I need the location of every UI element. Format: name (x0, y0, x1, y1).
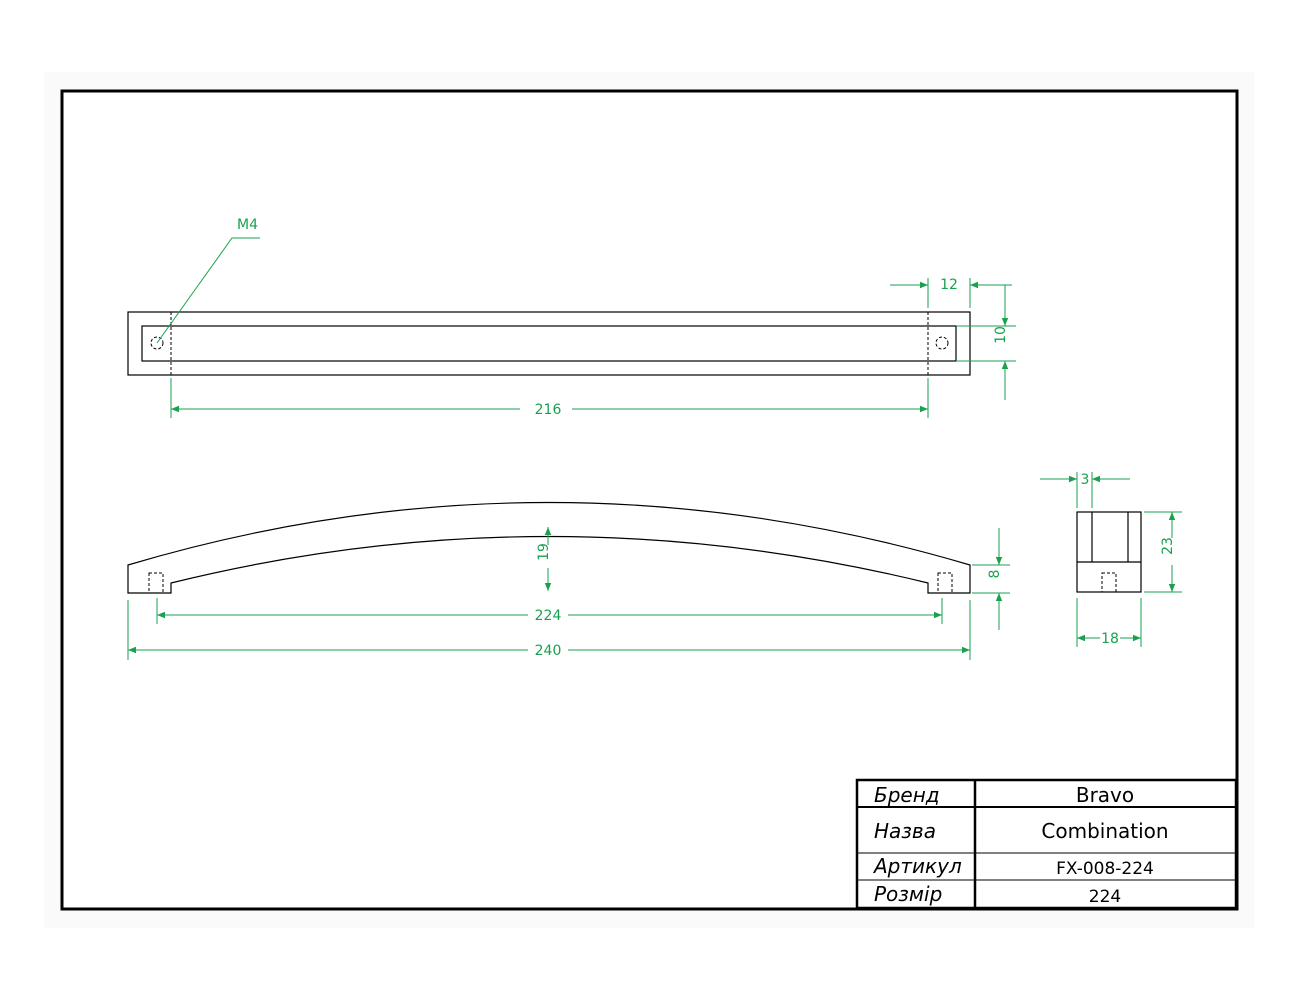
mounting-hole-right (935, 336, 949, 350)
name-label: Назва (874, 819, 936, 843)
dim-leg-height: 8 (972, 528, 1010, 630)
dim-hole-offset: 12 (890, 277, 1012, 308)
side-height-label: 23 (1160, 537, 1176, 555)
leader-line (156, 237, 260, 344)
dim-wall: 3 (1040, 472, 1130, 508)
front-view (127, 501, 971, 594)
thread-callout: M4 (156, 217, 260, 344)
top-view (127, 311, 971, 376)
depth-label: 18 (1101, 631, 1119, 647)
overall-length-label: 240 (535, 643, 562, 659)
dim-hole-spacing: 216 (170, 378, 929, 418)
title-block: Бренд Bravo Назва Combination Артикул FX… (855, 778, 1238, 910)
side-thread-hole (1101, 572, 1117, 593)
hole-spacing-label: 216 (535, 402, 562, 418)
top-view-outline (127, 311, 971, 376)
brand-value: Bravo (1076, 783, 1134, 807)
mounting-hole-left (150, 336, 164, 350)
dim-center-distance: 224 (156, 598, 943, 624)
top-view-slot (141, 325, 957, 362)
size-label: Розмір (874, 882, 942, 906)
leg-height-label: 8 (987, 570, 1003, 579)
dim-overall-length: 240 (127, 600, 971, 660)
thread-label: M4 (237, 217, 258, 233)
dim-depth: 18 (1076, 598, 1142, 647)
drawing-frame (60, 89, 1239, 911)
dim-top-height: 10 (956, 285, 1016, 400)
brand-label: Бренд (874, 783, 940, 807)
title-block-frame (855, 778, 1238, 910)
center-distance-label: 224 (535, 608, 562, 624)
side-view (1076, 511, 1142, 593)
thread-hole-left (148, 572, 164, 594)
size-value: 224 (1089, 887, 1121, 907)
hole-offset-label: 12 (940, 277, 958, 293)
thread-hole-right (937, 572, 953, 594)
arch-height-label: 19 (536, 543, 552, 561)
article-label: Артикул (872, 854, 962, 878)
name-value: Combination (1041, 819, 1168, 843)
dim-side-height: 23 (1144, 511, 1182, 593)
dim-arch-height: 19 (536, 527, 552, 591)
article-value: FX-008-224 (1056, 859, 1154, 879)
wall-label: 3 (1081, 472, 1090, 488)
top-height-label: 10 (993, 326, 1009, 344)
handle-profile (127, 501, 971, 594)
